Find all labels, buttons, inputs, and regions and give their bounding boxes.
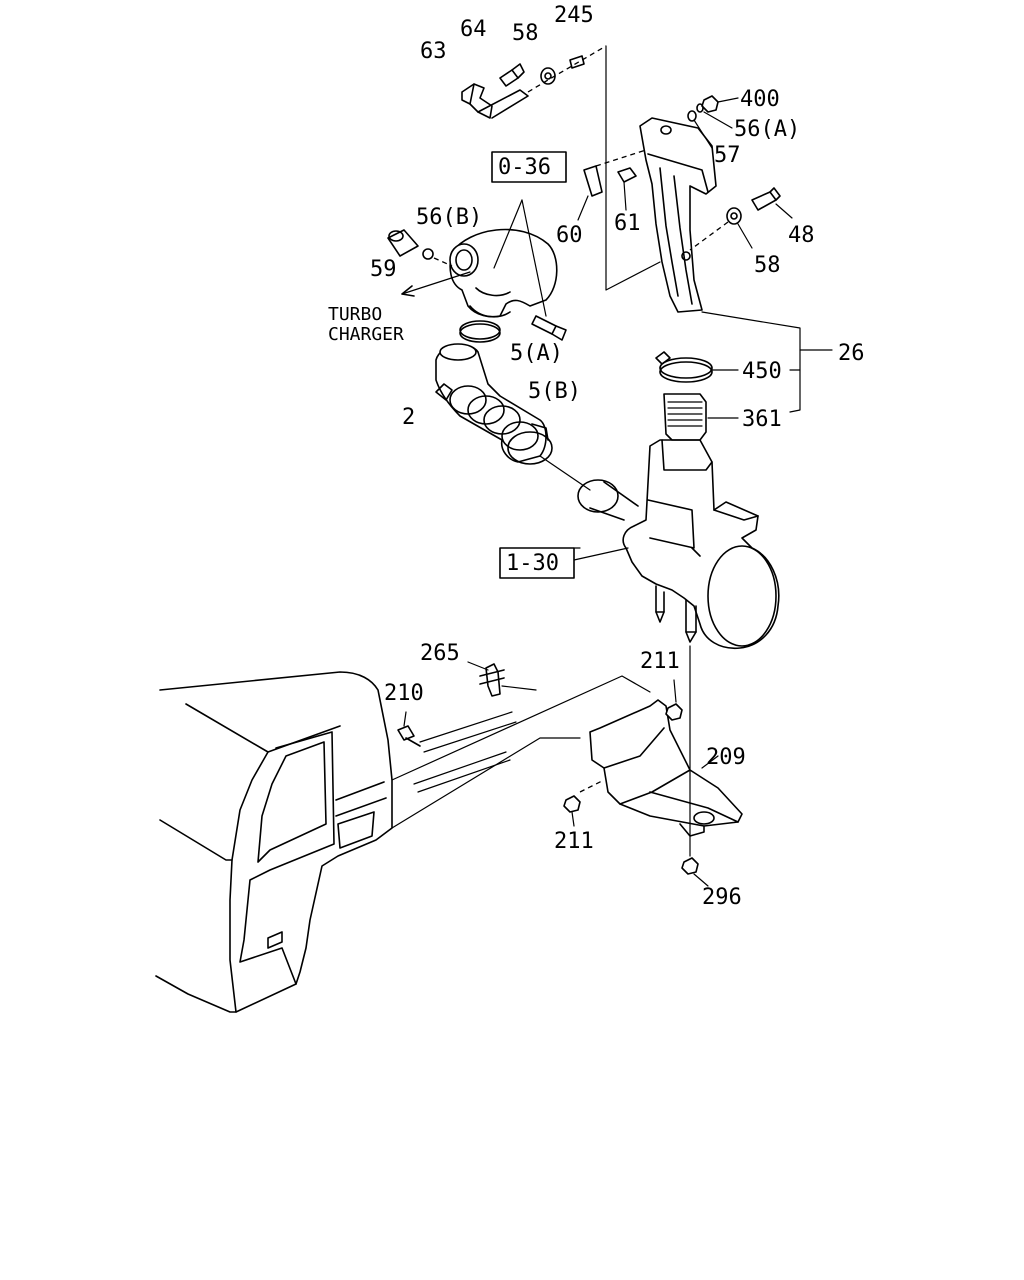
nut-211-bottom: [563, 795, 581, 813]
washer-57: [687, 110, 697, 122]
bracket-63: [461, 83, 529, 119]
nut-296: [681, 857, 699, 875]
clip-265: [479, 663, 505, 697]
label-59: 59: [370, 257, 397, 282]
nut-400: [701, 95, 719, 113]
bolt-0-36: [531, 315, 567, 341]
label-265: 265: [420, 641, 460, 666]
label-58-right: 58: [754, 253, 781, 278]
label-2: 2: [402, 405, 415, 430]
label-361: 361: [742, 407, 782, 432]
label-209: 209: [706, 745, 746, 770]
bracket-209: [589, 699, 743, 837]
label-0-36: 0-36: [498, 155, 551, 180]
label-63: 63: [420, 39, 447, 64]
label-61: 61: [614, 211, 641, 236]
truck-cab: [155, 671, 393, 1013]
intake-elbow: [449, 228, 558, 318]
label-charger: CHARGER: [328, 324, 404, 345]
nut-211-top: [665, 703, 683, 721]
label-400: 400: [740, 87, 780, 112]
label-56b: 56(B): [416, 205, 482, 230]
label-211-bottom: 211: [554, 829, 594, 854]
clamp-450: [655, 351, 713, 383]
element-361: [663, 393, 707, 441]
label-58-top: 58: [512, 21, 539, 46]
bolt-61: [617, 167, 637, 183]
label-60: 60: [556, 223, 583, 248]
label-211-top: 211: [640, 649, 680, 674]
pin-245: [569, 55, 585, 69]
chassis-frame: [391, 675, 651, 829]
label-56a: 56(A): [734, 117, 800, 142]
plate-60: [583, 165, 603, 197]
clamp-5a: [459, 320, 501, 343]
bolt-48: [751, 187, 781, 211]
turbocharger-arrow: [401, 285, 415, 297]
hose-2: [435, 343, 547, 463]
label-1-30: 1-30: [506, 551, 559, 576]
clamp-5b: [507, 423, 553, 465]
label-48: 48: [788, 223, 815, 248]
sleeve-59: [387, 229, 419, 257]
bolt-210: [397, 725, 421, 747]
washer-56a: [696, 103, 704, 113]
label-296: 296: [702, 885, 742, 910]
label-turbo: TURBO: [328, 304, 382, 325]
label-26: 26: [838, 341, 865, 366]
label-64: 64: [460, 17, 487, 42]
label-450: 450: [742, 359, 782, 384]
air-cleaner-inlet: [577, 479, 639, 521]
box-0-36: [491, 151, 567, 183]
box-1-30: [499, 547, 575, 579]
leader-bracket: [527, 45, 607, 93]
label-210: 210: [384, 681, 424, 706]
washer-58-right: [726, 207, 742, 225]
washer-56b: [422, 248, 434, 260]
air-cleaner-1-30: [622, 439, 780, 649]
label-245: 245: [554, 3, 594, 28]
bolt-64: [499, 63, 525, 87]
label-5a: 5(A): [510, 341, 563, 366]
washer-58-top: [540, 67, 556, 85]
label-57: 57: [714, 143, 741, 168]
bracket-26: [639, 117, 717, 313]
label-5b: 5(B): [528, 379, 581, 404]
